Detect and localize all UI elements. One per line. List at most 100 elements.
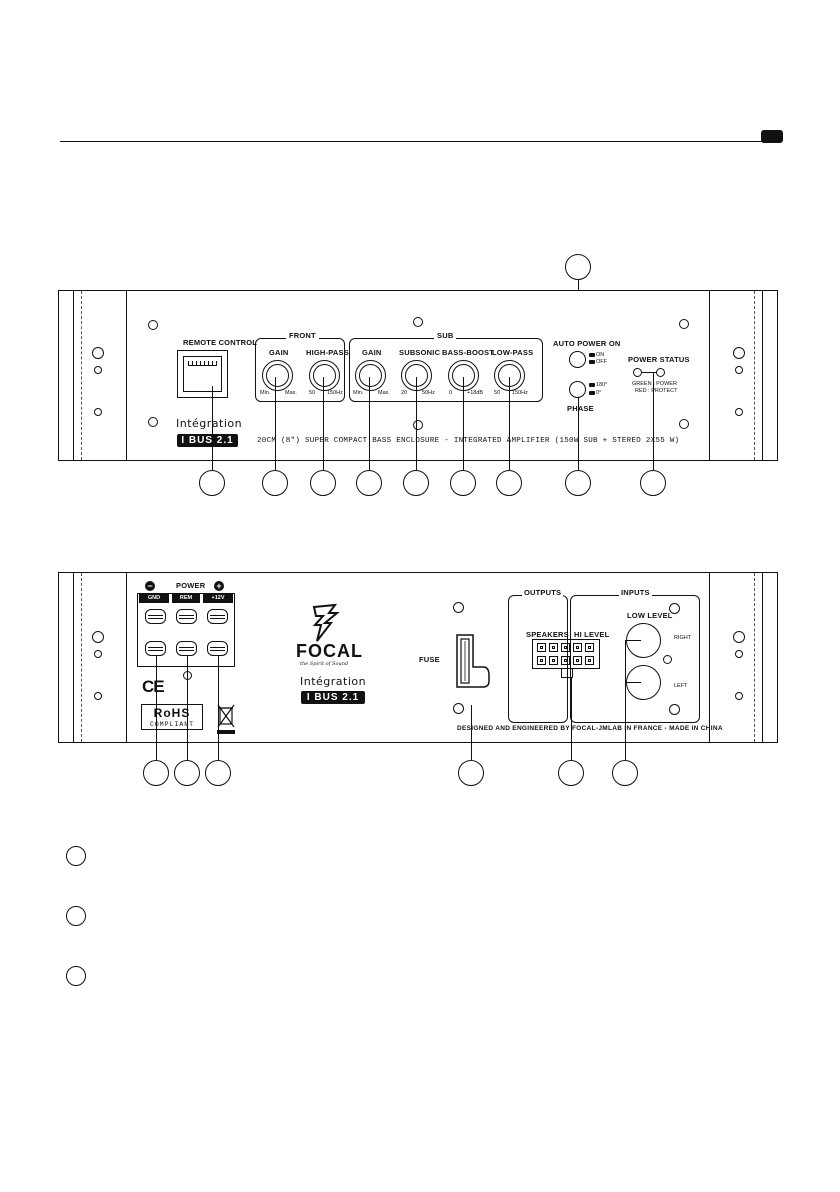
remote-control-port[interactable] — [177, 350, 228, 398]
screw-hole — [663, 655, 672, 664]
callout-sub-gain — [356, 470, 382, 496]
scale-label: Min. — [353, 390, 364, 396]
power-label: POWER — [176, 581, 206, 590]
callout-low-pass — [496, 470, 522, 496]
power-status-label: POWER STATUS — [628, 355, 690, 364]
screw-hole — [413, 317, 423, 327]
integration-brand: Intégration — [176, 417, 243, 430]
bass-boost-label: BASS-BOOST — [442, 348, 495, 357]
plus12v-terminal[interactable] — [207, 641, 228, 656]
subsonic-label: SUBSONIC — [399, 348, 441, 357]
high-pass-knob[interactable] — [309, 360, 340, 391]
scale-label: +18dB — [467, 390, 484, 396]
scale-label: 0 — [449, 390, 453, 396]
callout-high-pass — [310, 470, 336, 496]
fuse-holder[interactable] — [451, 631, 491, 691]
minus-icon: − — [145, 581, 155, 591]
switch-position-icon — [589, 391, 595, 395]
scale-label: Min. — [260, 390, 271, 396]
left-mounting-rail — [59, 291, 127, 460]
scale-label: 150Hz — [512, 390, 528, 396]
callout-subsonic — [403, 470, 429, 496]
callout-phase — [565, 470, 591, 496]
callout-auto-power-on — [565, 254, 591, 280]
speakers-label: SPEAKERS — [526, 630, 569, 639]
phase-0-label: 0° — [596, 390, 602, 396]
page-tab-marker — [761, 130, 783, 143]
screw-hole — [679, 319, 689, 329]
front-gain-knob[interactable] — [262, 360, 293, 391]
plus12v-terminal-screw[interactable] — [207, 609, 228, 624]
screw-hole — [453, 703, 464, 714]
screw-hole — [669, 704, 680, 715]
phase-180-label: 180° — [596, 382, 608, 388]
callout-low-level — [612, 760, 638, 786]
callout-plus12v — [205, 760, 231, 786]
phase-switch[interactable] — [569, 381, 586, 398]
inputs-label: INPUTS — [619, 588, 652, 597]
plus-icon: + — [214, 581, 224, 591]
weee-bin-icon — [217, 704, 235, 734]
scale-label: 50 — [494, 390, 501, 396]
callout-remote-control — [199, 470, 225, 496]
screw-hole — [148, 417, 158, 427]
scale-label: Max. — [378, 390, 390, 396]
led-connector-line — [642, 372, 656, 373]
screw-hole — [148, 320, 158, 330]
front-group-label: FRONT — [286, 331, 319, 340]
legend-marker — [66, 846, 86, 866]
model-badge: I BUS 2.1 — [177, 434, 238, 447]
red-protect-label: RED : PROTECT — [635, 388, 678, 394]
rear-panel: − POWER + GND REM +12V CE RoHS COMPLIANT… — [58, 572, 778, 743]
scale-label: 50 — [309, 390, 316, 396]
integration-brand: Intégration — [300, 675, 367, 688]
rohs-text: RoHS — [153, 706, 191, 720]
fuse-label: FUSE — [419, 655, 440, 664]
switch-position-icon — [589, 360, 595, 364]
rem-terminal-screw[interactable] — [176, 609, 197, 624]
focal-wordmark: FOCAL — [296, 641, 363, 661]
gnd-terminal-screw[interactable] — [145, 609, 166, 624]
scale-label: 50Hz — [422, 390, 435, 396]
callout-speakers — [558, 760, 584, 786]
rohs-badge: RoHS COMPLIANT — [141, 704, 203, 730]
outputs-label: OUTPUTS — [522, 588, 564, 597]
protect-led-red — [656, 368, 665, 377]
ce-mark: CE — [142, 677, 165, 696]
green-power-label: GREEN : POWER — [632, 381, 677, 387]
product-description: 20CM (8") SUPER COMPACT BASS ENCLOSURE -… — [257, 437, 680, 445]
left-label: LEFT — [674, 683, 688, 689]
designed-by-text: DESIGNED AND ENGINEERED BY FOCAL-JMLAB I… — [457, 725, 723, 732]
screw-hole — [453, 602, 464, 613]
gnd-terminal[interactable] — [145, 641, 166, 656]
auto-power-on-label: AUTO POWER ON — [553, 339, 621, 348]
focal-logo-icon — [312, 603, 340, 642]
legend-marker — [66, 966, 86, 986]
rohs-compliant-text: COMPLIANT — [149, 721, 195, 728]
switch-position-icon — [589, 353, 595, 357]
screw-hole — [679, 419, 689, 429]
power-led-green — [633, 368, 642, 377]
connector-latch — [561, 668, 573, 678]
power-terminal-box — [137, 593, 235, 667]
screw-hole — [669, 603, 680, 614]
phase-label: PHASE — [567, 404, 594, 413]
low-pass-label: LOW-PASS — [492, 348, 534, 357]
sub-group-label: SUB — [434, 331, 457, 340]
auto-power-on-switch[interactable] — [569, 351, 586, 368]
scale-label: 20 — [401, 390, 408, 396]
header-rule — [60, 141, 780, 142]
right-mounting-rail — [709, 291, 777, 460]
off-label: OFF — [596, 359, 607, 365]
callout-bass-boost — [450, 470, 476, 496]
speaker-hi-level-connector[interactable] — [532, 639, 600, 669]
rem-terminal[interactable] — [176, 641, 197, 656]
sub-gain-knob[interactable] — [355, 360, 386, 391]
left-mounting-rail — [59, 573, 127, 742]
callout-power-status — [640, 470, 666, 496]
scale-label: 150Hz — [327, 390, 343, 396]
plus12v-label: +12V — [203, 594, 233, 603]
focal-tagline: the Spirit of Sound — [300, 661, 349, 667]
gain-label: GAIN — [269, 348, 289, 357]
rem-label: REM — [172, 594, 200, 603]
